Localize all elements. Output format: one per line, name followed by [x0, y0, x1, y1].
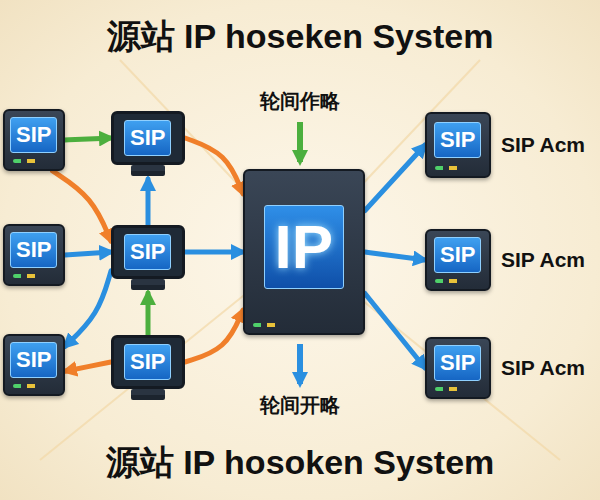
caption: 源站 IP hosoken System	[0, 440, 600, 486]
flow-arrow	[365, 294, 425, 369]
server-box: SIP	[3, 334, 65, 396]
server-box: SIPSIP Acm	[425, 229, 491, 291]
flow-arrow	[146, 293, 151, 335]
server-box: SIPSIP Acm	[425, 112, 491, 178]
flow-arrow	[65, 252, 111, 255]
node-label: SIP	[434, 345, 481, 381]
title: 源站 IP hoseken System	[0, 14, 600, 60]
side-label: SIP Acm	[501, 248, 585, 272]
central-server: IP	[243, 169, 365, 335]
light-rays	[40, 60, 560, 460]
server-box: SIPSIP Acm	[425, 337, 491, 399]
node-label: SIP	[434, 237, 481, 273]
flow-arrow	[146, 179, 151, 225]
flow-arrow	[65, 362, 111, 371]
flow-arrow	[185, 250, 243, 255]
server-box: SIP	[3, 224, 65, 286]
node-label: SIP	[10, 232, 57, 268]
node-label: SIP	[124, 120, 171, 156]
side-label: SIP Acm	[501, 133, 585, 157]
monitor-box: SIP	[111, 225, 185, 279]
node-label: SIP	[10, 342, 57, 378]
side-label: SIP Acm	[501, 356, 585, 380]
flow-arrow	[65, 138, 111, 140]
node-label: SIP	[124, 344, 171, 380]
monitor-box: SIP	[111, 111, 185, 165]
node-label: IP	[264, 205, 345, 289]
flow-arrow	[65, 271, 111, 347]
flow-label: 轮间开略	[260, 392, 340, 419]
flow-arrow	[185, 310, 243, 362]
monitor-box: SIP	[111, 335, 185, 389]
flow-arrow	[185, 138, 243, 194]
node-label: SIP	[124, 234, 171, 270]
node-label: SIP	[434, 122, 481, 158]
output-arrow	[297, 344, 303, 384]
server-box: SIP	[3, 109, 65, 171]
flow-label: 轮间作略	[260, 88, 340, 115]
flow-arrow	[365, 145, 425, 211]
node-label: SIP	[10, 117, 57, 153]
input-arrow	[297, 122, 303, 162]
flow-arrow	[365, 252, 425, 260]
